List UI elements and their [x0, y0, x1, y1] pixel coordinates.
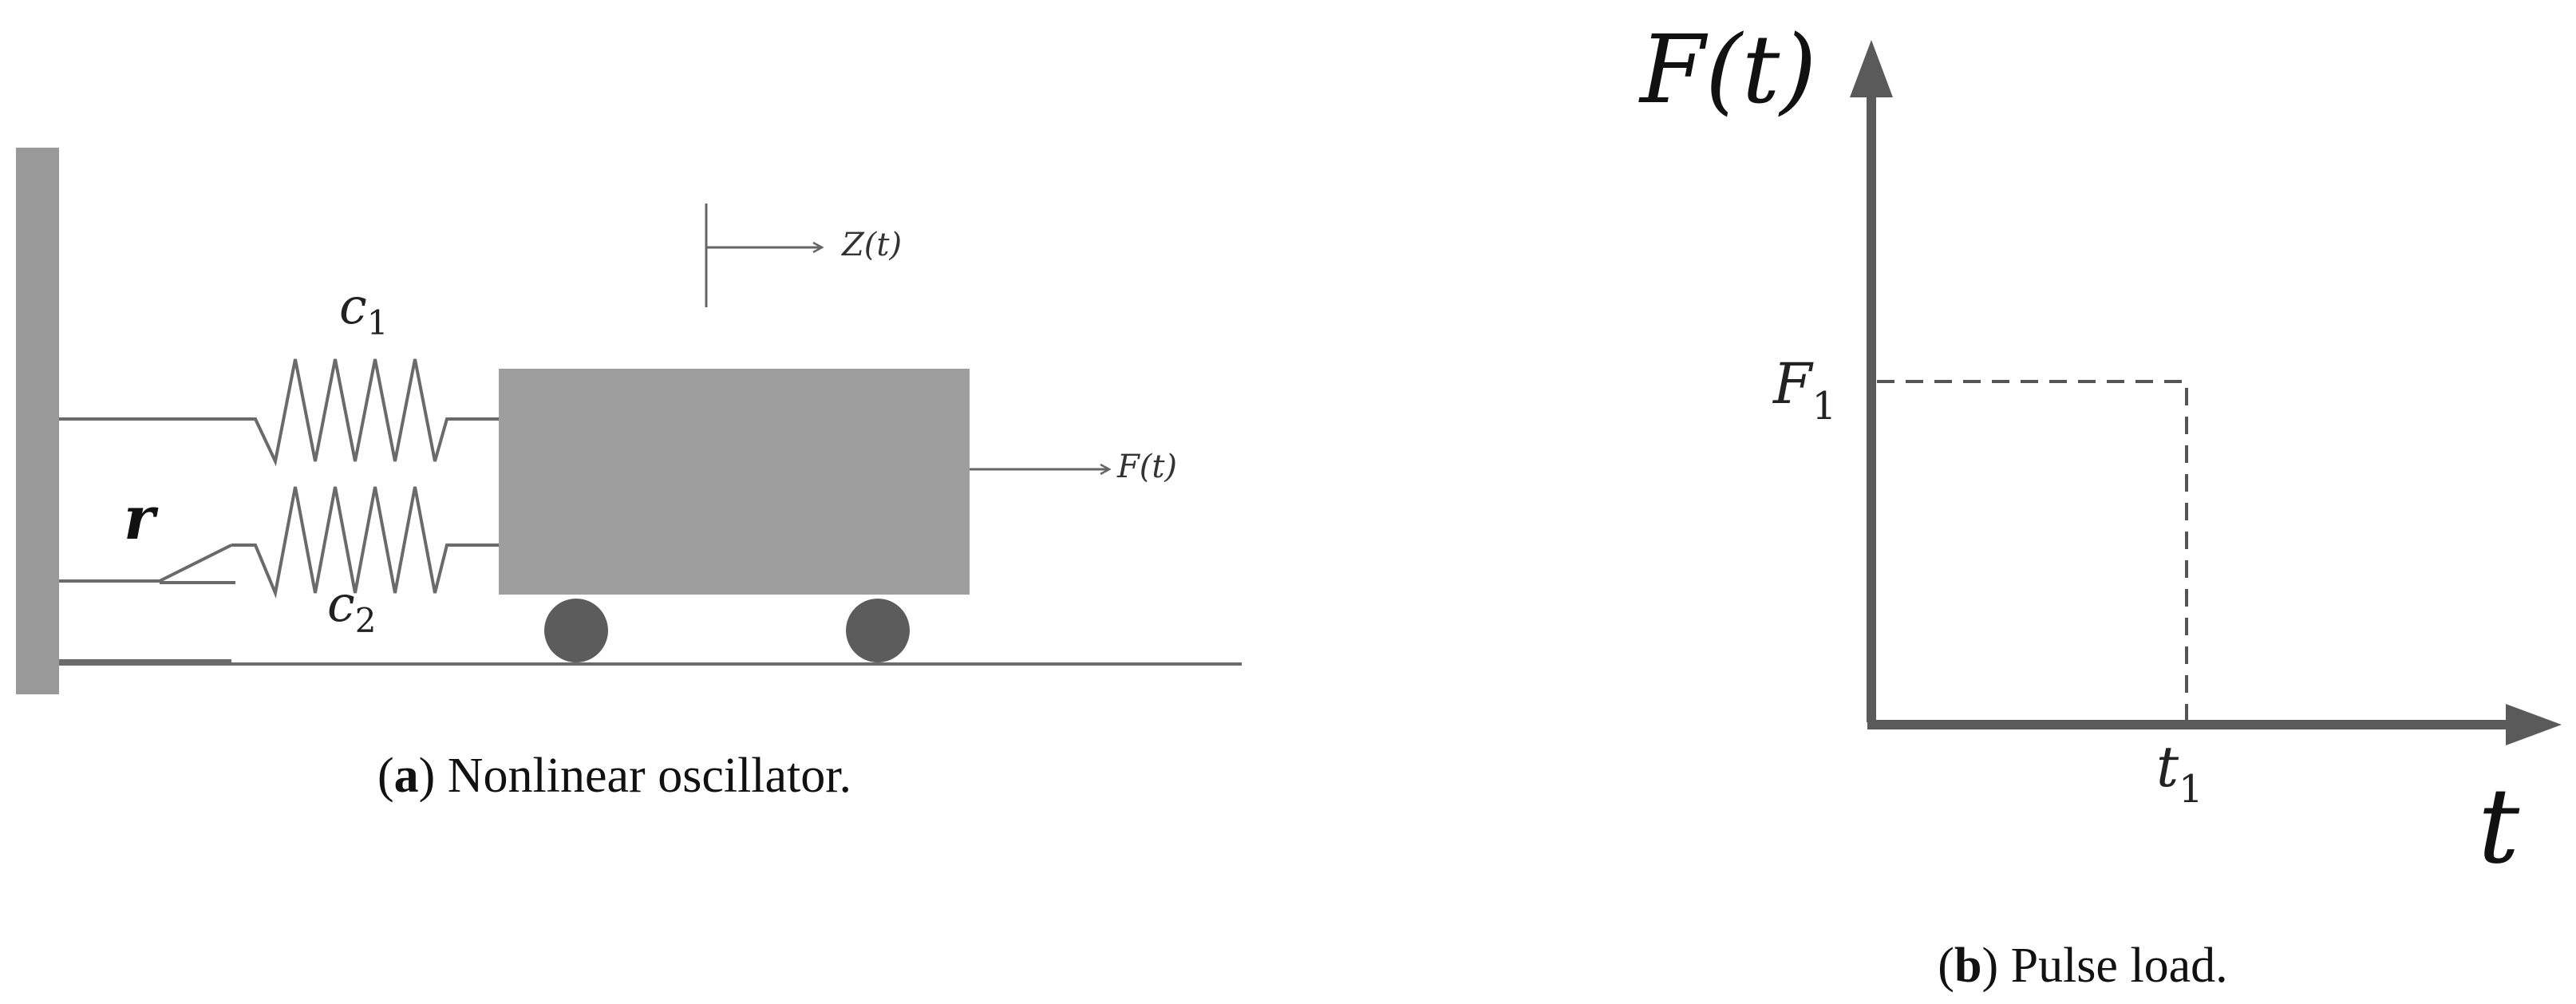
label-x-axis: t — [2478, 765, 2520, 887]
label-force: F(t) — [1116, 449, 1177, 485]
y-axis-arrowhead — [1850, 40, 1893, 97]
spring-c1 — [59, 358, 499, 467]
label-z: Z(t) — [840, 227, 902, 263]
caption-a: (a) Nonlinear oscillator. — [377, 749, 851, 803]
label-r: r — [124, 484, 159, 553]
caption-b: (b) Pulse load. — [1938, 939, 2227, 993]
wheel-left — [544, 599, 608, 662]
label-y-axis: F(t) — [1638, 14, 1816, 125]
x-axis-arrowhead — [2506, 704, 2562, 745]
label-c1: c1 — [339, 277, 388, 342]
switch-r — [59, 544, 235, 584]
label-t1: t1 — [2156, 734, 2203, 812]
panel-a-oscillator: Z(t) F(t) c1 c2 r (a) Nonlinear oscillat… — [16, 148, 1242, 803]
label-f1: F1 — [1772, 351, 1836, 429]
panel-b-pulse-load: F(t) t F1 t1 (b) Pulse load. — [1638, 14, 2562, 993]
pulse-dashed-line — [1877, 380, 2188, 720]
fixed-wall — [16, 148, 59, 694]
label-c2: c2 — [327, 575, 376, 640]
wheel-right — [846, 599, 910, 662]
spring-c2 — [231, 486, 499, 599]
mass-block — [499, 369, 970, 595]
